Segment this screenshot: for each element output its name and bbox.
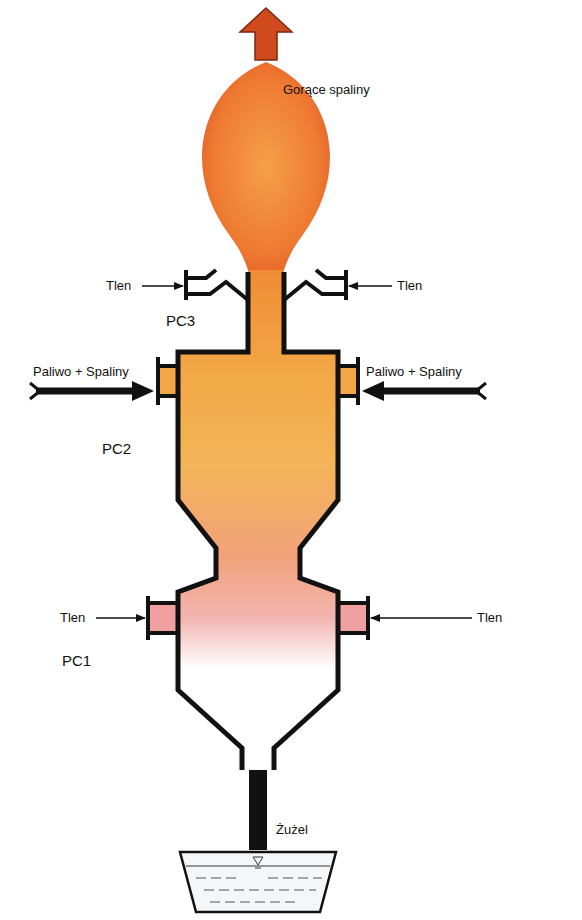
pc2-nozzles: [158, 357, 358, 405]
slag-stream: [249, 770, 267, 850]
chamber-label: PC1: [62, 652, 91, 670]
slag-label: Żużel: [276, 822, 308, 838]
oxygen-label: Tlen: [106, 278, 131, 294]
pc1-nozzles: [148, 596, 368, 640]
chamber-label: PC2: [102, 440, 131, 458]
flue-gas-arrow: [240, 8, 292, 60]
fuel-label: Paliwo + Spaliny: [33, 364, 129, 380]
pc3-nozzles: [186, 270, 346, 300]
vessel-fill: [178, 262, 338, 770]
fuel-label: Paliwo + Spaliny: [366, 364, 462, 380]
chamber-label: PC3: [166, 312, 195, 330]
oxygen-label: Tlen: [397, 278, 422, 294]
flue-gas-label: Gorące spaliny: [283, 82, 370, 98]
oxygen-arrows: [96, 286, 472, 618]
oxygen-label: Tlen: [60, 610, 85, 626]
fuel-arrows: [30, 381, 486, 401]
slag-bath: [180, 852, 336, 912]
oxygen-label: Tlen: [477, 610, 502, 626]
vessel-outline: [178, 272, 338, 770]
